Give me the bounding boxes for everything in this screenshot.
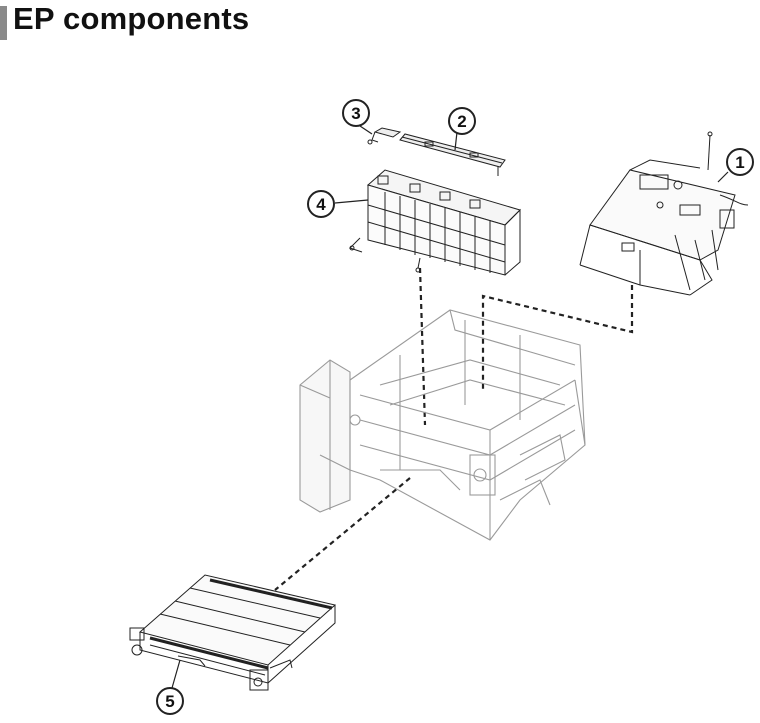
callout-5: 5 bbox=[156, 659, 184, 715]
callout-5-label: 5 bbox=[165, 692, 174, 711]
callout-3: 3 bbox=[342, 99, 373, 135]
callout-4-label: 4 bbox=[316, 195, 326, 214]
callout-1: 1 bbox=[717, 148, 754, 183]
part-3-bracket bbox=[367, 127, 402, 145]
connector-lines bbox=[274, 267, 634, 591]
part-5-transfer-module bbox=[129, 574, 337, 691]
part-2-bar bbox=[399, 133, 506, 176]
callout-2: 2 bbox=[448, 107, 476, 151]
callout-3-label: 3 bbox=[351, 104, 360, 123]
callout-2-label: 2 bbox=[457, 112, 466, 131]
part-4-assembly bbox=[349, 169, 521, 276]
callout-1-label: 1 bbox=[735, 153, 744, 172]
title-accent-bar bbox=[0, 6, 7, 40]
printer-frame bbox=[299, 309, 586, 541]
part-1-cover-assembly bbox=[579, 131, 749, 296]
callout-4: 4 bbox=[307, 190, 369, 218]
page-title: EP components bbox=[13, 1, 250, 36]
